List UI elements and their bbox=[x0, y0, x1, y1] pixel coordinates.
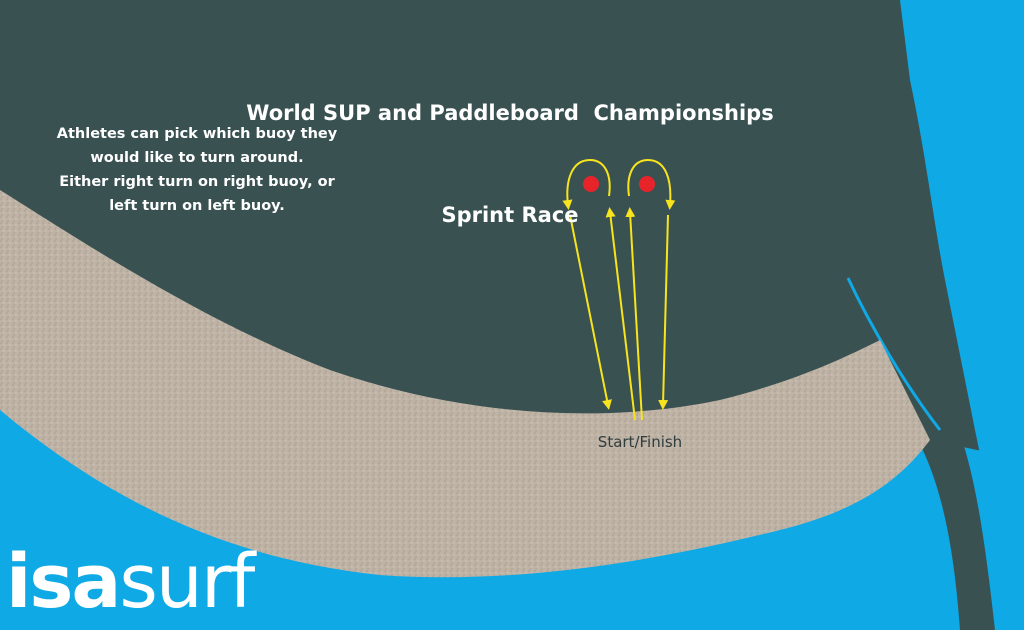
route-right-return bbox=[658, 214, 669, 410]
route-left-return bbox=[569, 214, 612, 410]
logo-light-text: surf bbox=[119, 539, 255, 625]
buoy-left bbox=[583, 176, 599, 192]
buoy-right bbox=[639, 176, 655, 192]
start-finish-label: Start/Finish bbox=[597, 433, 683, 451]
note-line: Athletes can pick which buoy they bbox=[56, 126, 338, 142]
shallow-water-east bbox=[900, 0, 1024, 630]
logo-bold-text: isa bbox=[6, 539, 121, 625]
title-line-1: World SUP and Paddleboard Championships bbox=[246, 101, 774, 125]
note-line: Either right turn on right buoy, or bbox=[59, 174, 335, 190]
jetty-edge bbox=[846, 277, 942, 431]
note-line: left turn on left buoy. bbox=[109, 198, 285, 214]
left-turn-loop bbox=[562, 158, 611, 210]
route-left-outbound bbox=[605, 207, 636, 421]
title-line-2: Sprint Race bbox=[441, 203, 579, 227]
isasurf-logo: isasurf bbox=[6, 539, 255, 625]
turn-instructions: Athletes can pick which buoy they would … bbox=[22, 122, 372, 218]
diagram-title: World SUP and Paddleboard Championships … bbox=[170, 28, 850, 300]
beach bbox=[0, 190, 930, 578]
note-line: would like to turn around. bbox=[90, 150, 304, 166]
right-turn-loop bbox=[627, 158, 676, 210]
route-right-outbound bbox=[625, 207, 643, 421]
